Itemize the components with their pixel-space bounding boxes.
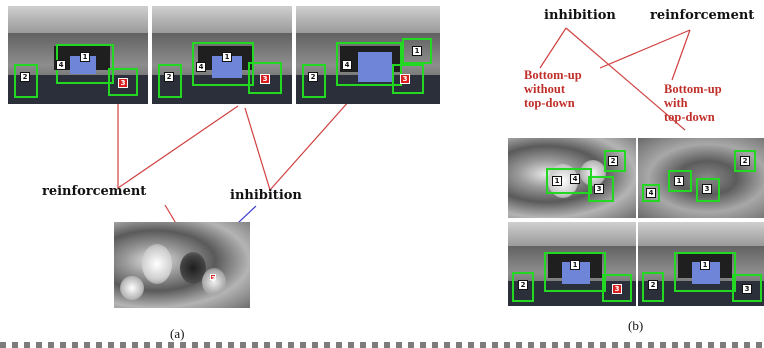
marker-2: 2 [164,72,174,82]
b-reinforcement-line-2 [671,29,691,81]
cut-off-text-line [0,342,764,348]
video-frame-3: 4 2 3 1 [296,6,440,104]
marker-4: 4 [646,188,656,198]
bottom-up-without-top-down-annotation: Bottom-up without top-down [524,68,582,110]
marker-3: 3 [400,74,410,84]
inhibition-label: inhibition [544,8,616,23]
marker-1: 1 [570,260,580,270]
b-inhibition-line-1 [539,27,567,69]
marker-1: 1 [552,176,562,186]
marker-2: 2 [740,156,750,166]
reinforcement-line-2 [117,105,239,189]
marker-3: 3 [702,184,712,194]
saliency-map-with-top-down: 1 3 2 4 [638,138,764,218]
marker-3: 3 [118,78,128,88]
b-reinforcement-line-1 [599,29,691,69]
marker-3: 3 [612,284,622,294]
marker-1: 1 [80,52,90,62]
marker-4: 4 [196,62,206,72]
video-frame-with-top-down: 1 2 3 [638,222,764,306]
panel-b: inhibition reinforcement Bottom-up witho… [470,0,764,348]
marker-1: 1 [674,176,684,186]
panel-a: 1 4 2 3 1 4 2 3 4 2 3 1 reinforcement in… [8,6,440,341]
reinforcement-label: reinforcement [42,184,147,199]
marker-4: 4 [342,60,352,70]
caption-a: (a) [170,326,185,341]
marker-2: 2 [608,156,618,166]
marker-1: 1 [222,52,232,62]
marker-1: 1 [412,46,422,56]
marker-2: 2 [308,72,318,82]
marker-4: 4 [570,174,580,184]
video-frame-2: 1 4 2 3 [152,6,292,104]
reinforcement-label: reinforcement [650,8,755,23]
video-frame-1: 1 4 2 3 [8,6,148,104]
marker-2: 2 [518,280,528,290]
b-inhibition-line-2 [565,27,686,131]
inhibition-line-2 [269,99,351,191]
bottom-up-with-top-down-annotation: Bottom-up with top-down [664,82,722,124]
marker-3: 3 [742,284,752,294]
inhibition-label: inhibition [230,188,302,203]
marker-3: 3 [594,184,604,194]
marker-2: 2 [648,280,658,290]
marker-3: 3 [210,274,216,283]
marker-1: 1 [700,260,710,270]
marker-3: 3 [260,74,270,84]
inhibition-line-1 [244,107,271,191]
marker-2: 2 [20,72,30,82]
video-frame-without-top-down: 1 2 3 [508,222,636,306]
marker-4: 4 [56,60,66,70]
caption-b: (b) [628,318,644,333]
saliency-map-without-top-down: 1 4 3 2 [508,138,636,218]
saliency-map: 3 [114,222,250,308]
